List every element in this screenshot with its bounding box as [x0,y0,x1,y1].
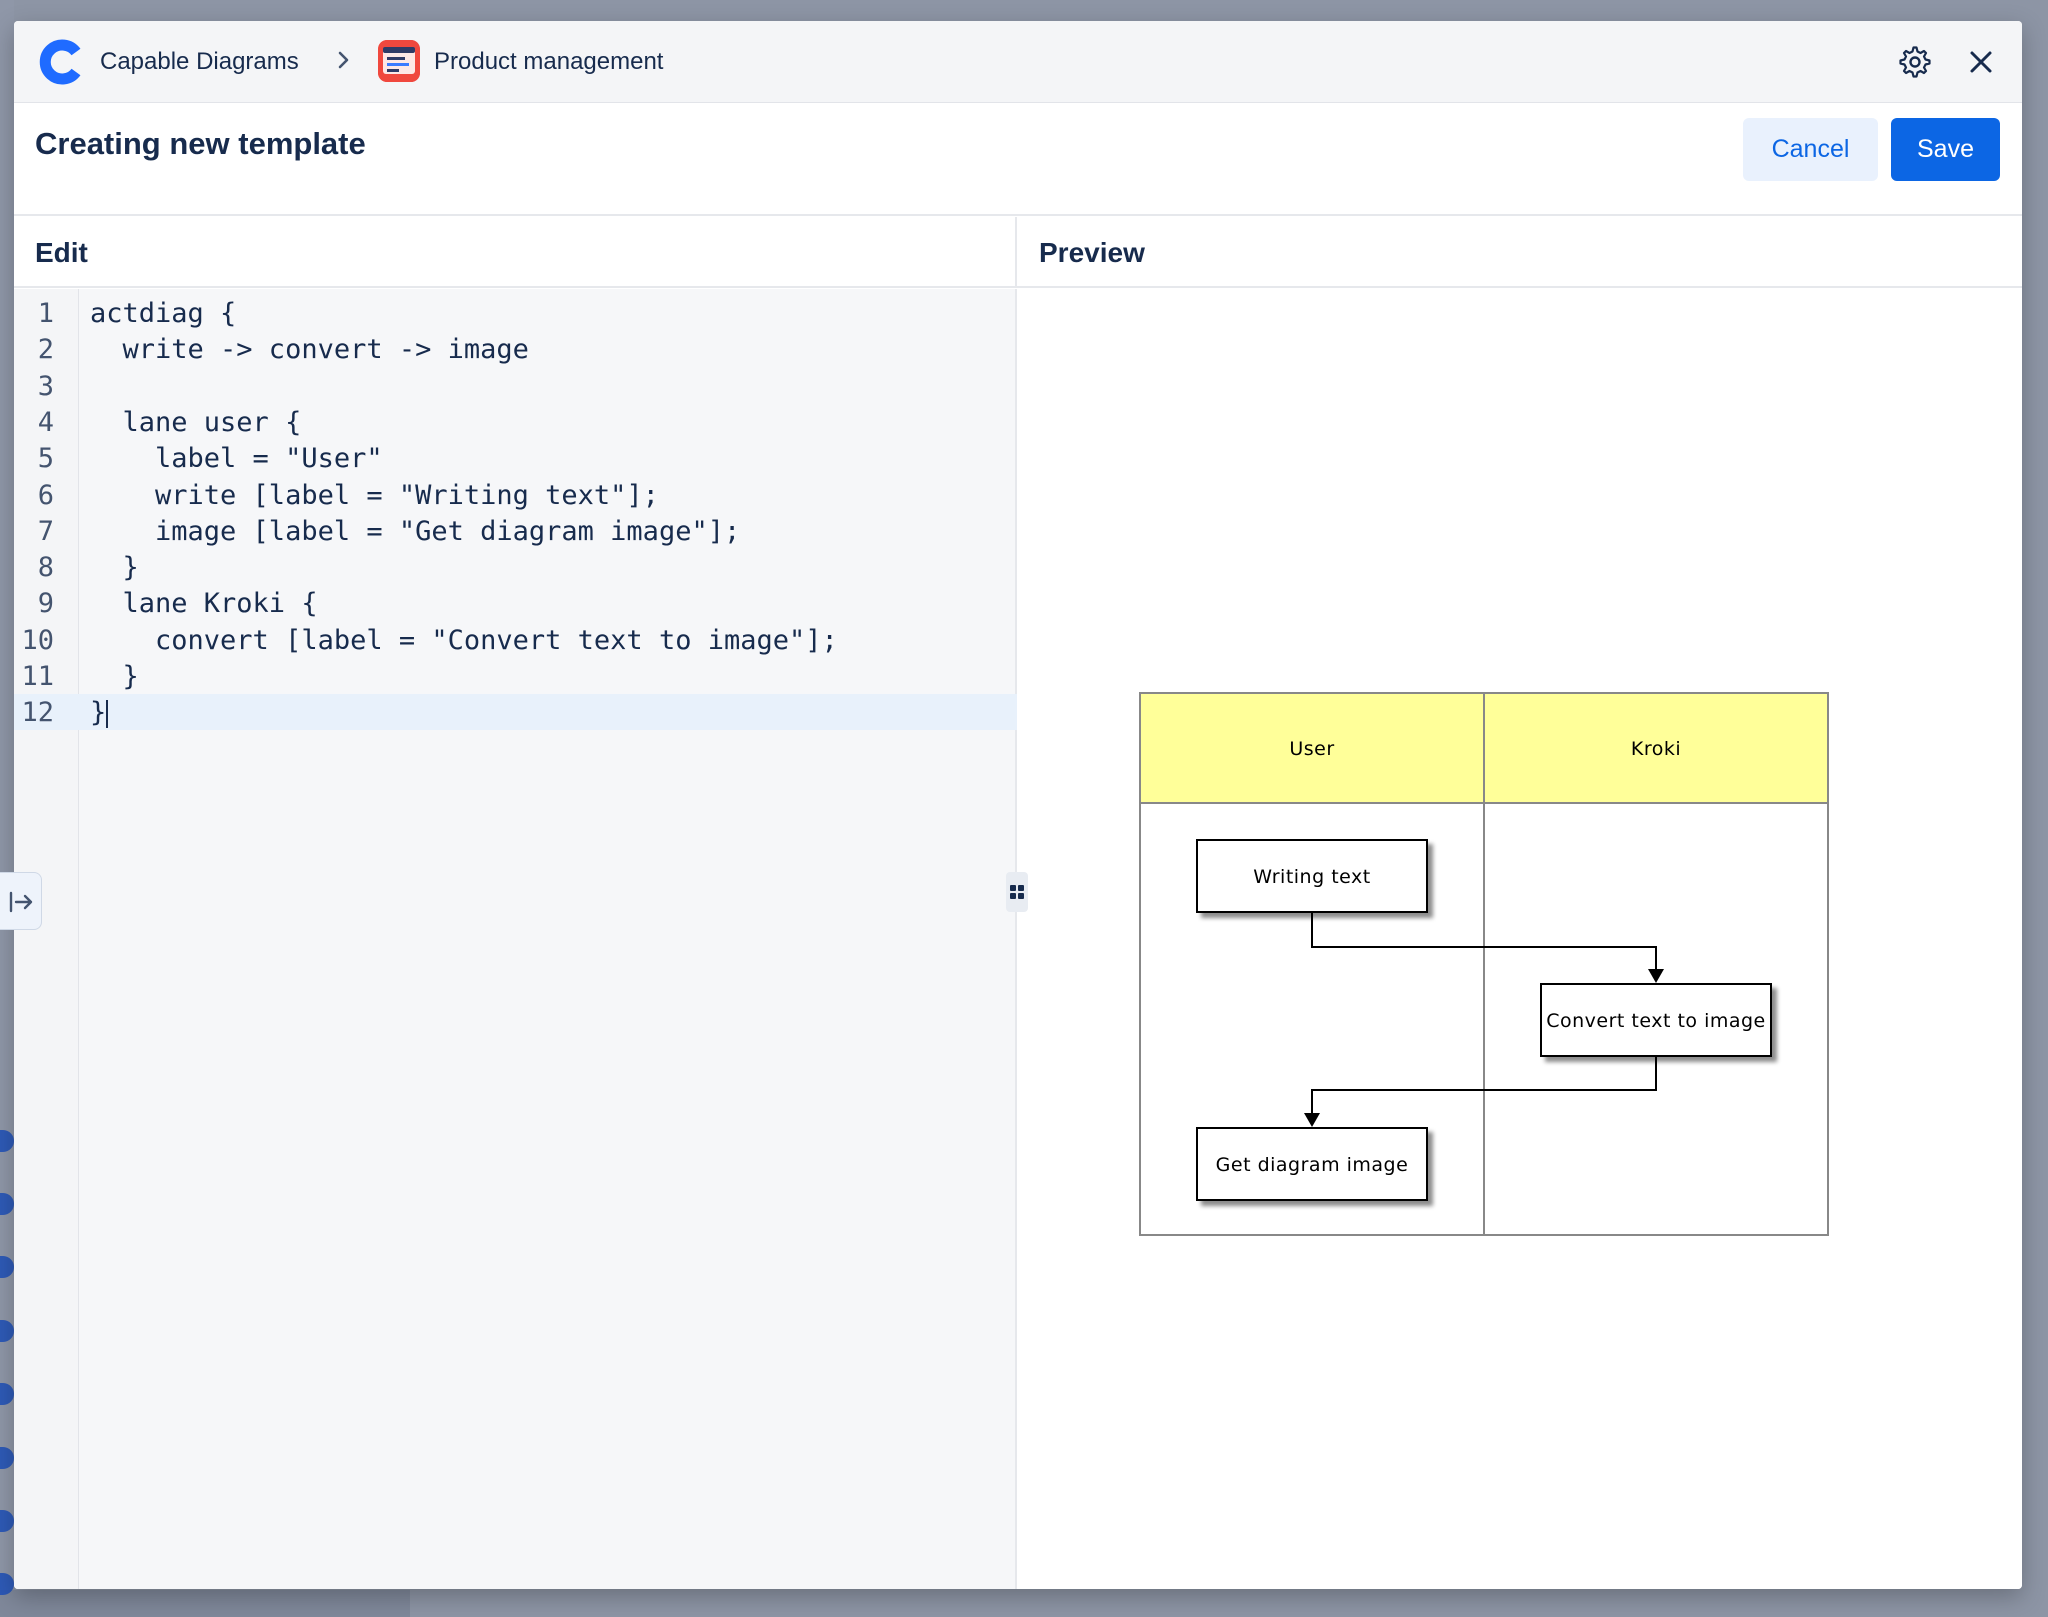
breadcrumb-app[interactable]: Capable Diagrams [100,48,299,75]
activity-diagram: User Kroki Writing text Convert text to … [1139,692,1829,1236]
code-text[interactable]: lane Kroki { [90,588,318,620]
save-button[interactable]: Save [1891,118,2000,181]
line-number: 7 [37,515,54,547]
background-app-icon [0,1447,14,1469]
diagram-preview: User Kroki Writing text Convert text to … [1019,289,2022,1589]
line-number: 11 [21,661,54,692]
code-text[interactable]: } [90,697,109,729]
close-icon[interactable] [1964,45,1998,79]
node-write [1196,839,1428,913]
modal-header: Creating new template Cancel Save [14,103,2022,216]
line-number: 2 [37,334,54,366]
page-title: Creating new template [35,126,366,161]
gear-icon[interactable] [1898,45,1932,79]
code-line[interactable]: 9 lane Kroki { [14,585,1017,621]
code-line[interactable]: 10 convert [label = "Convert text to ima… [14,622,1017,658]
code-line[interactable]: 12} [14,694,1017,731]
modal-topbar: Capable Diagrams Product management [14,21,2022,103]
breadcrumb-space[interactable]: Product management [434,48,664,75]
code-line[interactable]: 1 actdiag { [14,295,1017,331]
cancel-button[interactable]: Cancel [1743,118,1878,181]
code-text[interactable]: lane user { [90,406,302,438]
edge-convert-image [1311,1056,1657,1113]
line-number: 6 [37,479,54,511]
template-editor-modal: Capable Diagrams Product management Crea… [14,21,2022,1589]
code-line[interactable]: 6 write [label = "Writing text"]; [14,477,1017,513]
node-convert-label: Convert text to image [1546,1010,1766,1032]
code-text[interactable]: label = "User" [90,443,383,475]
code-line[interactable]: 7 image [label = "Get diagram image"]; [14,513,1017,549]
capable-logo-icon [39,39,81,85]
code-text[interactable]: } [90,661,139,692]
background-app-icon [0,1130,14,1152]
code-text[interactable]: write [label = "Writing text"]; [90,479,659,511]
lane-label-user: User [1289,738,1334,760]
background-app-icon [0,1573,14,1595]
code-line[interactable]: 8 } [14,549,1017,585]
chevron-right-icon [338,51,349,69]
background-app-icon [0,1256,14,1278]
code-text[interactable]: actdiag { [90,298,237,329]
line-number-gutter [14,289,79,1589]
line-number: 9 [37,588,54,620]
drag-handle-icon[interactable] [1006,872,1028,912]
edge-write-convert [1311,912,1657,969]
line-number: 12 [21,697,54,729]
code-line[interactable]: 11 } [14,658,1017,694]
background-app-icon [0,1193,14,1215]
preview-pane-title: Preview [1039,237,1145,268]
code-line[interactable]: 2 write -> convert -> image [14,331,1017,367]
lane-header-kroki [1483,692,1829,804]
line-number: 3 [37,370,54,402]
line-number: 4 [37,406,54,438]
lane-header-user [1139,692,1485,804]
arrowhead-image [1304,1113,1320,1127]
edit-pane-title: Edit [35,237,88,268]
lane-label-kroki: Kroki [1631,738,1681,760]
node-write-label: Writing text [1253,866,1370,888]
node-image [1196,1127,1428,1201]
code-text[interactable]: } [90,552,139,584]
arrowhead-convert [1648,969,1664,983]
code-line[interactable]: 3 [14,368,1017,404]
line-number: 8 [37,552,54,584]
expand-sidebar-icon[interactable] [0,872,42,930]
background-footer-strip [0,1590,410,1617]
background-sidebar [0,0,14,1617]
background-app-icon [0,1383,14,1405]
preview-pane-header: Preview [1017,217,2022,288]
edit-pane-header: Edit [14,217,1017,288]
code-line[interactable]: 4 lane user { [14,404,1017,440]
product-app-icon [378,40,420,82]
background-app-icon [0,1510,14,1532]
code-text[interactable]: write -> convert -> image [90,334,529,366]
node-convert [1540,983,1772,1057]
code-text[interactable]: image [label = "Get diagram image"]; [90,515,741,547]
text-caret [106,699,109,728]
line-number: 1 [37,298,54,329]
code-text[interactable]: convert [label = "Convert text to image"… [90,624,838,656]
node-image-label: Get diagram image [1216,1154,1409,1176]
line-number: 5 [37,443,54,475]
background-app-icon [0,1320,14,1342]
code-line[interactable]: 5 label = "User" [14,440,1017,476]
line-number: 10 [21,624,54,656]
